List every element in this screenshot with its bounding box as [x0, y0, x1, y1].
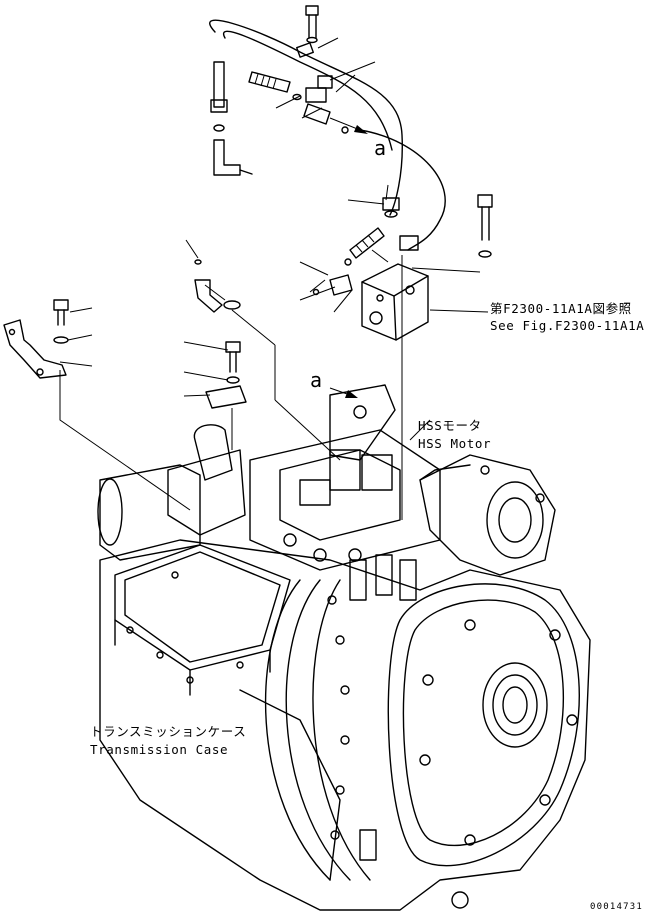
bolt-right: [477, 194, 493, 258]
reference-label-jp: 第F2300-11A1A図参照: [490, 301, 632, 316]
transmission-label-en: Transmission Case: [90, 742, 229, 757]
hss-motor-label-jp: HSSモータ: [418, 418, 482, 433]
reference-label-en: See Fig.F2300-11A1A: [490, 318, 645, 333]
drawing-number: 00014731: [590, 902, 643, 912]
label-a-mid: a: [310, 368, 323, 392]
leader-lines: [59, 37, 489, 520]
arrow-a-top: [329, 117, 368, 134]
hose-line-top: [209, 19, 403, 216]
bolt-top: [305, 5, 319, 44]
control-valve-assembly: [167, 384, 441, 601]
hose-line-top-outer: [222, 30, 393, 151]
bolt-mid: [205, 341, 247, 409]
threaded-nipple-mid: [312, 227, 385, 296]
valve-block: [361, 263, 429, 341]
hss-motor: [419, 454, 556, 576]
hose-line-a: [359, 129, 446, 251]
threaded-nipple-top: [248, 71, 349, 134]
clamp-middle: [382, 197, 419, 251]
long-fitting-left: [210, 61, 253, 176]
hss-motor-label-en: HSS Motor: [418, 436, 492, 451]
transmission-label-jp: トランスミッションケース: [90, 724, 247, 739]
elbow-fitting-left: [194, 259, 241, 313]
clamp-top: [296, 42, 333, 103]
label-a-top: a: [374, 136, 387, 160]
bracket-left: [3, 299, 69, 379]
transmission-case: [97, 464, 591, 911]
